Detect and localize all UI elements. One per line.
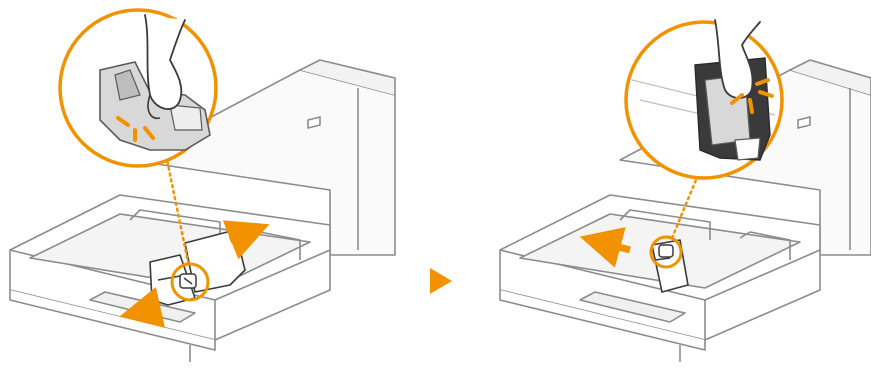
left-magnifier — [60, 10, 216, 166]
right-triangle-arrow-icon — [430, 268, 452, 294]
right-magnifier — [626, 20, 782, 178]
left-release-lever-icon — [180, 274, 196, 288]
left-drag-arrow-icon-1 — [140, 308, 158, 312]
right-release-lever-icon — [659, 245, 673, 257]
